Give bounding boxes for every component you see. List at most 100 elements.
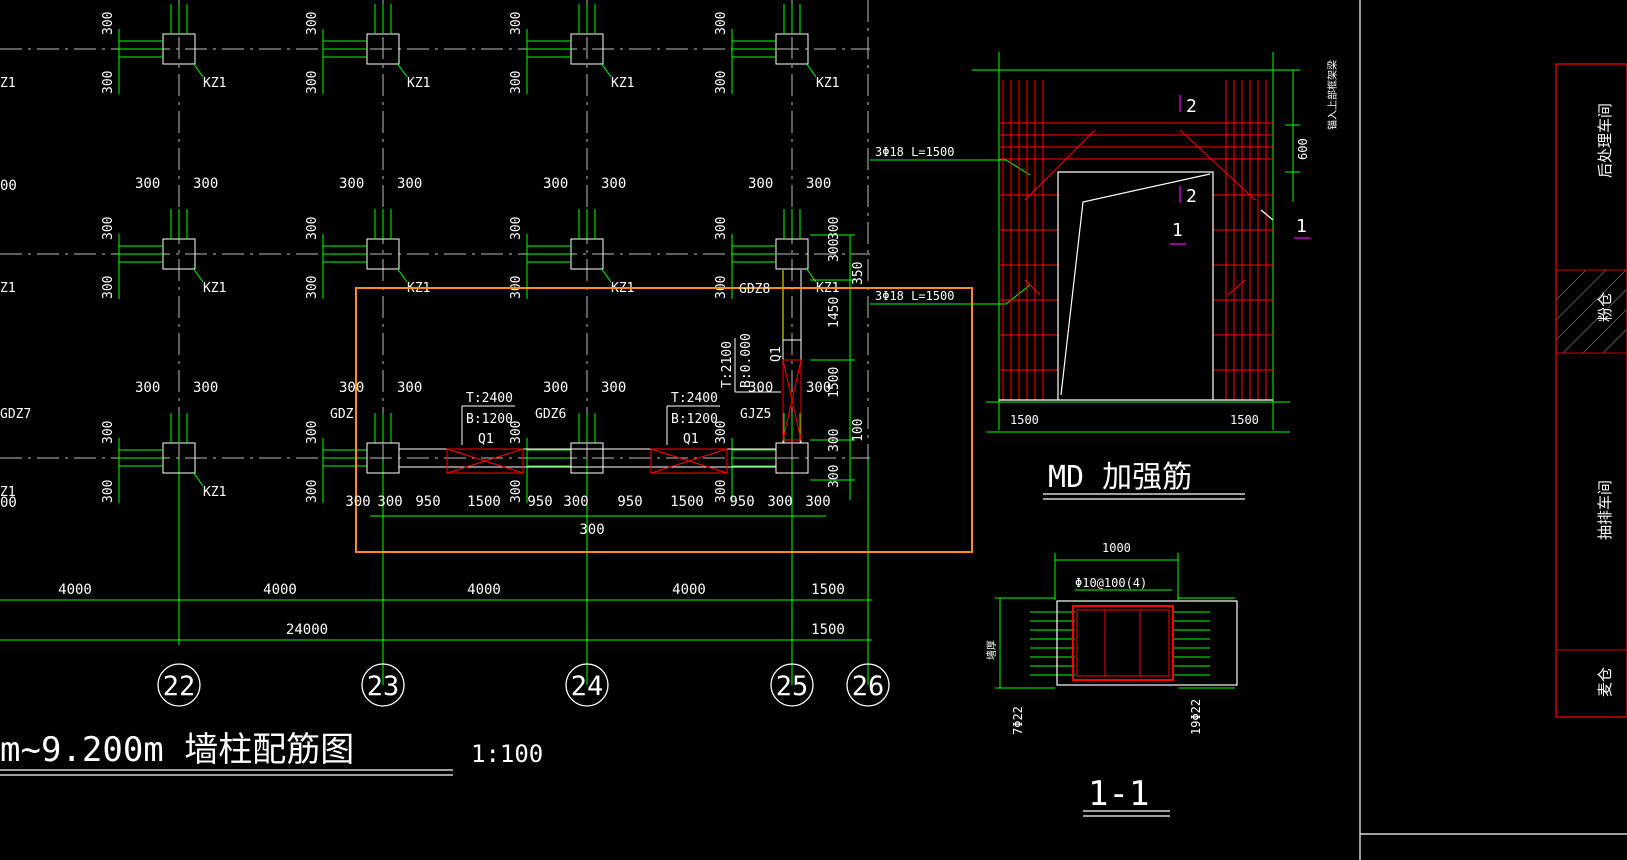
section-title: 1-1 — [1088, 774, 1149, 814]
column-dim: 300 — [806, 176, 831, 192]
column-label: KZ1 — [816, 76, 839, 91]
column-dim: 300 — [305, 480, 320, 503]
left-partial-dim-2: 00 — [0, 495, 17, 511]
section-stirrup: Φ10@100(4) — [1075, 576, 1147, 590]
wall-segment-dim: 1500 — [467, 494, 501, 510]
wall-openings — [446, 359, 802, 474]
md-dim-left: 1500 — [1010, 413, 1039, 427]
column-dim: 300 — [748, 176, 773, 192]
wall-segment-dim: 950 — [527, 494, 552, 510]
column-dim: 300 — [101, 12, 116, 35]
column-dim: 300 — [193, 380, 218, 396]
window-2-bottom: B:1200 — [671, 412, 718, 427]
label-underlines — [461, 338, 781, 445]
wall-sub-dim: 300 — [579, 522, 604, 538]
selection-highlight-box[interactable] — [355, 287, 973, 553]
md-bar-bottom: 3Φ18 L=1500 — [875, 289, 954, 303]
left-partial-dim-1: 00 — [0, 178, 17, 194]
label-gjz5: GJZ5 — [740, 407, 771, 422]
column-dim: 300 — [714, 480, 729, 503]
column-dim: 300 — [509, 12, 524, 35]
plan-scale: 1:100 — [471, 740, 543, 768]
column-dim: 300 — [543, 176, 568, 192]
panel-item-4[interactable]: 麦仓 — [1596, 667, 1614, 697]
label-gdz8: GDZ8 — [739, 282, 770, 297]
column-label-partial: Z1 — [0, 281, 16, 296]
side-panel: 后处理车间 粉仓 抽排车间 麦仓 — [1555, 63, 1627, 718]
panel-item-1[interactable]: 后处理车间 — [1596, 103, 1614, 178]
md-mark-2b: 2 — [1186, 186, 1197, 207]
column-dim: 300 — [305, 71, 320, 94]
column-dim: 300 — [601, 380, 626, 396]
wall-segment-dim: 300 — [767, 494, 792, 510]
vertical-dim: 300 — [827, 217, 842, 240]
label-gdz: GDZ — [330, 407, 354, 422]
door-bottom: B:0.000 — [739, 333, 754, 388]
bay-dim-5: 1500 — [811, 582, 845, 598]
column-dim: 300 — [509, 71, 524, 94]
md-title: MD 加强筋 — [1048, 460, 1192, 495]
plan-title: m~9.200m 墙柱配筋图 — [0, 730, 354, 770]
door-id: Q1 — [769, 346, 784, 362]
wall-segment-dim: 1500 — [670, 494, 704, 510]
vertical-dim: 1450 — [827, 297, 842, 328]
column-dim: 300 — [305, 12, 320, 35]
column-dim: 300 — [714, 421, 729, 444]
column-dim: 300 — [101, 217, 116, 240]
column-dim: 300 — [339, 380, 364, 396]
column-label-partial: Z1 — [0, 485, 16, 500]
section-width: 1000 — [1102, 541, 1131, 555]
md-mark-2a: 2 — [1186, 96, 1197, 117]
column-dim: 300 — [101, 480, 116, 503]
wall-segment-dim: 300 — [377, 494, 402, 510]
column-dim: 300 — [509, 480, 524, 503]
column-dim: 300 — [193, 176, 218, 192]
dimension-lines — [0, 234, 872, 685]
vertical-dim: 300 — [827, 429, 842, 452]
panel-item-3[interactable]: 抽排车间 — [1596, 480, 1614, 540]
panel-item-2[interactable]: 粉仓 — [1596, 292, 1614, 322]
md-detail: 3Φ18 L=1500 3Φ18 L=1500 1500 1500 600 锚入… — [870, 52, 1339, 500]
section-1-1: 1000 Φ10@100(4) 7Φ22 19Φ22 墙厚 1-1 — [985, 541, 1238, 817]
label-gdz7: GDZ7 — [0, 407, 31, 422]
column-kz1: 300 300 300 300 — [305, 380, 422, 503]
column-dim: 300 — [305, 421, 320, 444]
window-1-bottom: B:1200 — [466, 412, 513, 427]
column-dim: 300 — [806, 380, 831, 396]
wall-segment-dim: 950 — [729, 494, 754, 510]
vertical-dim: 300 — [827, 239, 842, 262]
md-dim-600: 600 — [1296, 138, 1310, 160]
window-2-id: Q1 — [683, 432, 699, 447]
label-gdz6: GDZ6 — [535, 407, 566, 422]
column-dim: 300 — [101, 276, 116, 299]
vertical-dim: 350 — [851, 262, 866, 285]
bay-dim-3: 4000 — [467, 582, 501, 598]
column-dim: 300 — [339, 176, 364, 192]
section-side-note: 墙厚 — [985, 640, 998, 660]
column-dim: 300 — [305, 217, 320, 240]
column-dim: 300 — [509, 217, 524, 240]
column-label: KZ1 — [203, 281, 226, 296]
bay-dim-4: 4000 — [672, 582, 706, 598]
section-right-bar: 19Φ22 — [1189, 699, 1203, 735]
wall-segment-dim: 950 — [415, 494, 440, 510]
column-label: KZ1 — [203, 485, 226, 500]
column-dim: 300 — [397, 380, 422, 396]
column-dim: 300 — [135, 176, 160, 192]
column-dim: 300 — [101, 71, 116, 94]
column-dim: 300 — [397, 176, 422, 192]
md-bar-top: 3Φ18 L=1500 — [875, 145, 954, 159]
total-dim-right: 1500 — [811, 622, 845, 638]
vertical-dim: 1500 — [827, 367, 842, 398]
axis-label-23: 23 — [367, 671, 400, 702]
